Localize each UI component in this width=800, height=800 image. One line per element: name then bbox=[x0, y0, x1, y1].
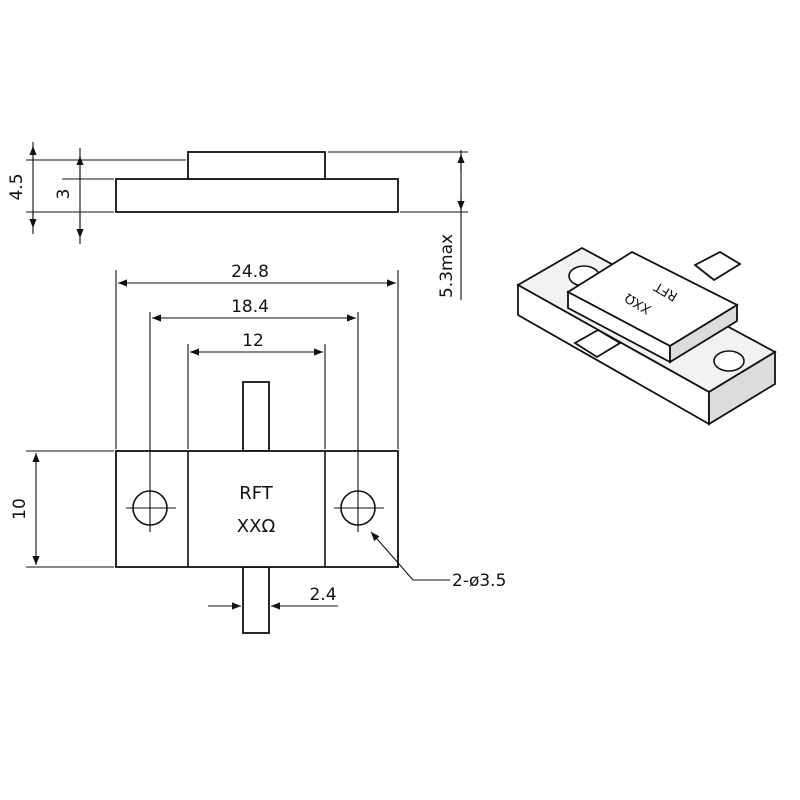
mounting-hole-right bbox=[334, 312, 384, 532]
iso-back-lead bbox=[693, 250, 742, 282]
side-view-base bbox=[115, 178, 399, 213]
dim-body-width: 12 bbox=[242, 331, 264, 351]
dim-tab-width: 2.4 bbox=[309, 585, 336, 605]
dim-hole-spacing: 18.4 bbox=[231, 297, 269, 317]
side-view-body bbox=[187, 151, 326, 180]
mounting-hole-left bbox=[126, 312, 176, 532]
bottom-lead bbox=[242, 566, 270, 634]
dim-base-depth: 10 bbox=[10, 498, 30, 520]
iso-front-lead bbox=[573, 328, 622, 359]
hole-callout: 2-ø3.5 bbox=[452, 571, 506, 591]
resistance-label: XXΩ bbox=[237, 516, 276, 537]
dim-max-height: 5.3max bbox=[437, 234, 457, 298]
dim-total-height: 4.5 bbox=[7, 173, 27, 200]
base-flange bbox=[115, 450, 399, 568]
brand-label: RFT bbox=[239, 483, 274, 504]
isometric-view: RFT XXΩ bbox=[516, 246, 777, 426]
iso-hole-right bbox=[713, 350, 745, 372]
dim-base-height: 3 bbox=[54, 189, 74, 200]
iso-body-side bbox=[669, 303, 738, 364]
iso-base-side bbox=[708, 350, 776, 426]
top-view: RFT XXΩ 24.8 18.4 12 10 2.4 2-ø3.5 bbox=[10, 262, 506, 634]
dim-total-width: 24.8 bbox=[231, 262, 269, 282]
top-lead bbox=[242, 381, 270, 452]
side-view: 4.5 3 5.3max bbox=[7, 142, 468, 300]
